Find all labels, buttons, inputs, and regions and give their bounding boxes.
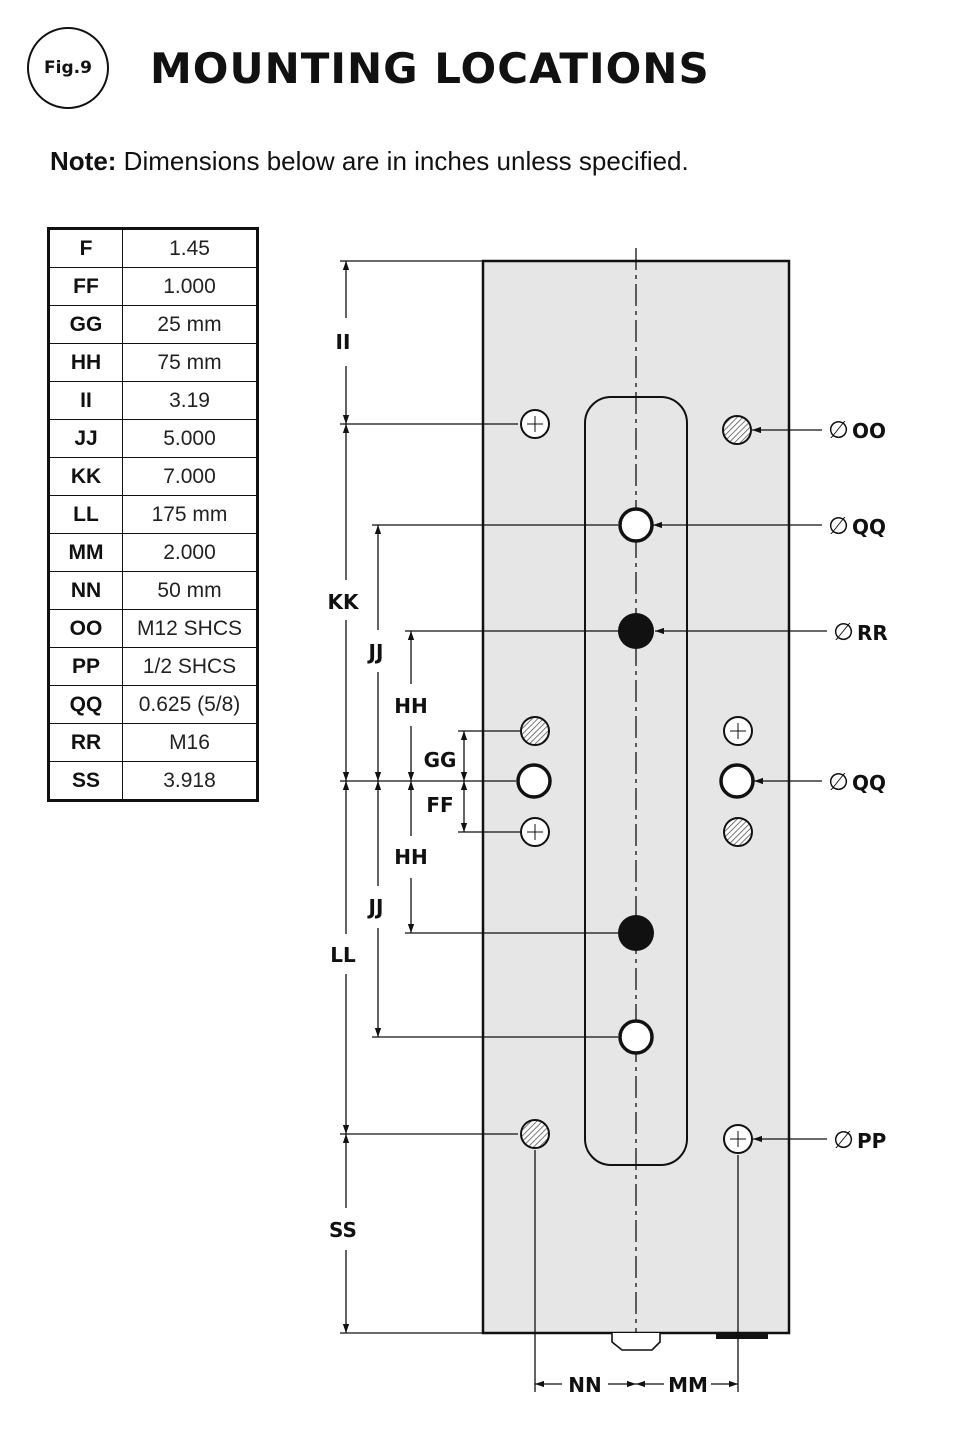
hole-left-lower bbox=[520, 817, 550, 847]
label-qq-top: QQ bbox=[852, 515, 886, 539]
label-pp: PP bbox=[857, 1129, 886, 1153]
label-ss: SS bbox=[329, 1218, 357, 1242]
dimension-value: 2.000 bbox=[122, 533, 258, 572]
diameter-symbol: ∅ bbox=[828, 416, 849, 444]
label-jj-bottom: JJ bbox=[367, 895, 384, 919]
callout-rr: ∅ RR bbox=[833, 618, 888, 646]
dimension-key: II bbox=[48, 381, 123, 420]
diameter-symbol: ∅ bbox=[828, 512, 849, 540]
dimension-key: PP bbox=[48, 647, 123, 686]
diameter-symbol: ∅ bbox=[833, 618, 854, 646]
label-hh-top: HH bbox=[394, 694, 427, 718]
dimension-key: QQ bbox=[48, 685, 123, 724]
hatched-hole-top-right bbox=[722, 415, 752, 445]
page-title: MOUNTING LOCATIONS bbox=[150, 44, 710, 93]
dimension-key: KK bbox=[48, 457, 123, 496]
label-ii: II bbox=[336, 330, 351, 354]
dimension-value: 3.19 bbox=[122, 381, 258, 420]
hole-bottom-right bbox=[723, 1124, 753, 1154]
label-qq-right: QQ bbox=[852, 771, 886, 795]
dimension-value: 1/2 SHCS bbox=[122, 647, 258, 686]
callout-oo: ∅ OO bbox=[828, 416, 886, 444]
dimension-key: HH bbox=[48, 343, 123, 382]
label-oo: OO bbox=[852, 419, 886, 443]
qq-hole-left-mid bbox=[516, 763, 552, 799]
diameter-symbol: ∅ bbox=[828, 768, 849, 796]
figure-number-badge: Fig.9 bbox=[27, 27, 109, 109]
note-label: Note: bbox=[50, 146, 117, 176]
qq-hole-center-bottom bbox=[618, 1019, 654, 1055]
dimension-value: 1.000 bbox=[122, 267, 258, 306]
callout-pp: ∅ PP bbox=[833, 1126, 886, 1154]
hole-top-left bbox=[520, 409, 550, 439]
hatched-hole-bottom-left bbox=[520, 1119, 550, 1149]
dimension-value: M12 SHCS bbox=[122, 609, 258, 648]
callout-qq-right: ∅ QQ bbox=[828, 768, 886, 796]
label-rr: RR bbox=[857, 621, 888, 645]
hole-right-upper bbox=[723, 716, 753, 746]
dimension-key: SS bbox=[48, 761, 123, 801]
dimension-value: 7.000 bbox=[122, 457, 258, 496]
dimension-value: 25 mm bbox=[122, 305, 258, 344]
dimension-key: NN bbox=[48, 571, 123, 610]
label-kk: KK bbox=[328, 590, 360, 614]
hatched-hole-left-upper bbox=[520, 716, 550, 746]
label-nn: NN bbox=[568, 1373, 601, 1397]
label-ff: FF bbox=[426, 793, 453, 817]
dimension-value: 0.625 (5/8) bbox=[122, 685, 258, 724]
dimension-value: M16 bbox=[122, 723, 258, 762]
label-gg: GG bbox=[424, 748, 457, 772]
rr-hole-lower bbox=[618, 915, 654, 951]
label-ll: LL bbox=[330, 943, 356, 967]
bottom-connector bbox=[716, 1333, 768, 1339]
note: Note: Dimensions below are in inches unl… bbox=[50, 146, 689, 177]
bottom-fitting bbox=[611, 1333, 661, 1351]
dimension-value: 3.918 bbox=[122, 761, 258, 801]
rr-hole-upper bbox=[618, 613, 654, 649]
qq-hole-right-mid bbox=[719, 763, 755, 799]
label-jj-top: JJ bbox=[367, 640, 384, 664]
dimension-value: 75 mm bbox=[122, 343, 258, 382]
label-hh-bottom: HH bbox=[394, 845, 427, 869]
figure-number: Fig.9 bbox=[44, 58, 92, 78]
label-mm: MM bbox=[668, 1373, 708, 1397]
dimension-key: LL bbox=[48, 495, 123, 534]
hatched-hole-right-lower bbox=[723, 817, 753, 847]
diameter-symbol: ∅ bbox=[833, 1126, 854, 1154]
callout-qq-top: ∅ QQ bbox=[828, 512, 886, 540]
dimension-value: 5.000 bbox=[122, 419, 258, 458]
dimension-key: RR bbox=[48, 723, 123, 762]
note-text: Dimensions below are in inches unless sp… bbox=[123, 146, 689, 176]
qq-hole-center-top bbox=[618, 507, 654, 543]
